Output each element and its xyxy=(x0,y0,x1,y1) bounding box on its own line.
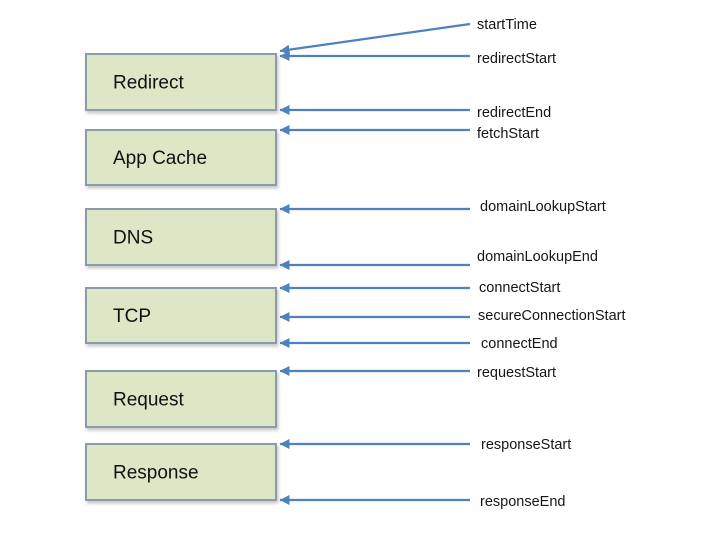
timing-label-connectEnd: connectEnd xyxy=(481,336,558,352)
stage-box-rect-response xyxy=(85,443,277,501)
stage-box-rect-request xyxy=(85,370,277,428)
timing-label-secureConnectionStart: secureConnectionStart xyxy=(478,308,626,324)
timing-marker-startTime: startTime xyxy=(279,17,537,55)
stage-box-redirect: Redirect xyxy=(85,53,277,111)
timing-marker-redirectStart: redirectStart xyxy=(279,51,556,67)
stage-box-label-tcp: TCP xyxy=(113,306,151,327)
stage-box-dns: DNS xyxy=(85,208,277,266)
timing-marker-fetchStart: fetchStart xyxy=(279,125,539,142)
stage-box-rect-dns xyxy=(85,208,277,266)
timing-label-fetchStart: fetchStart xyxy=(477,126,539,142)
stage-box-app-cache: App Cache xyxy=(85,129,277,186)
timing-marker-responseEnd: responseEnd xyxy=(279,494,565,510)
stage-box-rect-redirect xyxy=(85,53,277,111)
timing-label-responseEnd: responseEnd xyxy=(480,494,565,510)
stage-box-request: Request xyxy=(85,370,277,428)
timing-marker-responseStart: responseStart xyxy=(279,437,571,453)
timing-label-startTime: startTime xyxy=(477,17,537,33)
stage-box-label-dns: DNS xyxy=(113,228,153,249)
timing-label-responseStart: responseStart xyxy=(481,437,571,453)
timing-arrow-startTime xyxy=(279,22,471,55)
timing-label-connectStart: connectStart xyxy=(479,280,560,296)
stage-box-label-request: Request xyxy=(113,390,184,411)
timing-label-redirectEnd: redirectEnd xyxy=(477,105,551,121)
stage-box-rect-app-cache xyxy=(85,129,277,186)
timing-marker-requestStart: requestStart xyxy=(279,365,556,381)
timing-label-domainLookupEnd: domainLookupEnd xyxy=(477,249,598,265)
timing-label-requestStart: requestStart xyxy=(477,365,556,381)
timing-marker-secureConnectionStart: secureConnectionStart xyxy=(279,308,626,324)
stage-box-label-redirect: Redirect xyxy=(113,73,184,94)
timing-marker-redirectEnd: redirectEnd xyxy=(279,105,551,121)
timing-marker-connectEnd: connectEnd xyxy=(279,336,558,352)
timing-marker-domainLookupEnd: domainLookupEnd xyxy=(279,249,598,270)
stage-box-response: Response xyxy=(85,443,277,501)
stage-box-label-response: Response xyxy=(113,463,199,484)
timing-marker-connectStart: connectStart xyxy=(279,280,560,296)
stage-box-label-app-cache: App Cache xyxy=(113,148,207,169)
stage-box-tcp: TCP xyxy=(85,287,277,344)
timing-label-domainLookupStart: domainLookupStart xyxy=(480,199,606,215)
timing-marker-domainLookupStart: domainLookupStart xyxy=(279,199,606,215)
timing-label-redirectStart: redirectStart xyxy=(477,51,556,67)
stage-box-rect-tcp xyxy=(85,287,277,344)
